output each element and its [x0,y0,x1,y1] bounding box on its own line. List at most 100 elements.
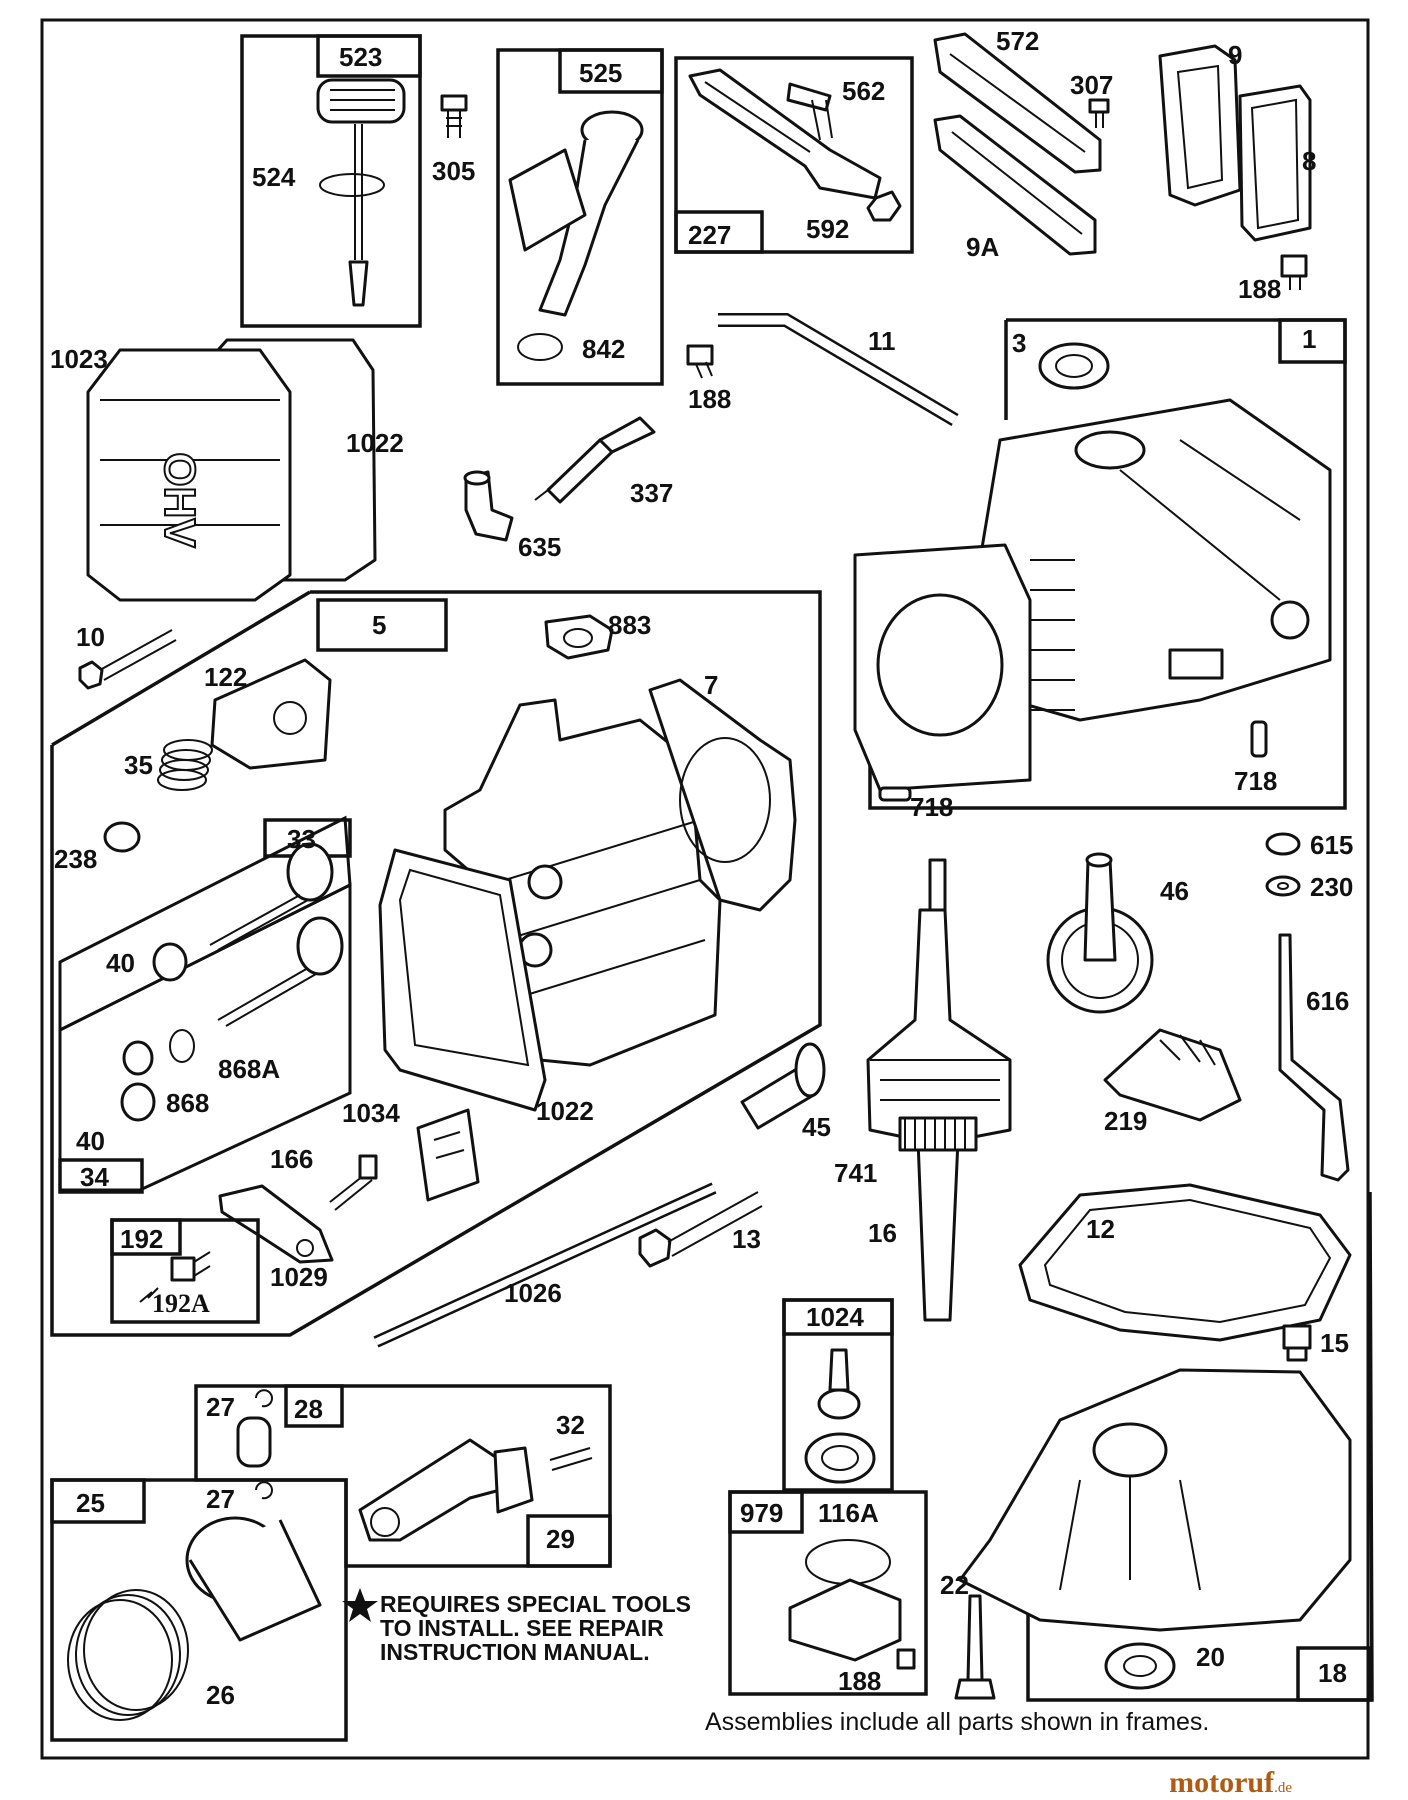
label-9a: 9A [966,232,999,262]
pin-718-right-icon [1250,720,1268,758]
pin-718-left-icon [878,786,912,802]
screw-188-top-icon [1280,254,1308,290]
rocker-1029-icon [218,1184,334,1264]
screw-192-icon [170,1256,196,1282]
note-line-2: TO INSTALL. SEE REPAIR [380,1615,664,1641]
label-1022-top: 1022 [346,428,404,458]
gasket-572-icon [933,32,1102,256]
label-15: 15 [1320,1328,1349,1358]
bolt-22-icon [954,1594,996,1700]
footer-caption: Assemblies include all parts shown in fr… [705,1708,1209,1736]
label-741: 741 [834,1158,877,1188]
label-18: 18 [1318,1658,1347,1688]
bolt-32-icon [549,1447,593,1471]
spring-35-icon [157,739,213,791]
label-616: 616 [1306,986,1349,1016]
valve-cover-text: OHV [155,452,204,548]
label-192a: 192A [152,1289,210,1318]
stud-166-icon [329,1154,378,1211]
label-22: 22 [940,1570,969,1600]
label-12: 12 [1086,1214,1115,1244]
label-718-right: 718 [1234,766,1277,796]
label-523: 523 [339,42,382,72]
push-rod-1026-icon [373,1182,717,1348]
rings-26-icon [67,1589,189,1721]
bolt-305-icon [440,94,468,138]
bolt-307-icon [1088,98,1110,128]
label-3: 3 [1012,328,1026,358]
label-337: 337 [630,478,673,508]
governor-219-icon [1103,1028,1242,1122]
label-842: 842 [582,334,625,364]
label-11: 11 [868,326,896,356]
washer-868a-icon [169,1029,195,1063]
plate-1034-icon [416,1108,480,1202]
label-27-bottom: 27 [206,1484,235,1514]
label-1: 1 [1302,324,1316,354]
elbow-635-icon [463,470,514,542]
cover-8-icon [1238,84,1312,242]
seal-20-icon [1104,1642,1176,1690]
label-1029: 1029 [270,1262,328,1292]
bolt-10-icon [78,629,177,690]
label-13: 13 [732,1224,761,1254]
gear-741-icon [898,1116,978,1152]
spark-plug-337-icon [534,416,656,504]
label-883: 883 [608,610,651,640]
label-116a: 116A [818,1498,879,1528]
logo-main: motoruf [1169,1766,1275,1799]
label-1022-bottom: 1022 [536,1096,594,1126]
label-979: 979 [740,1498,783,1528]
gasket-883-icon [544,614,614,660]
frame-1024 [782,1298,894,1492]
label-166: 166 [270,1144,313,1174]
label-572: 572 [996,26,1039,56]
pump-1024-icon [828,1348,850,1392]
label-7: 7 [704,670,718,700]
oil-sump-icon [958,1368,1352,1632]
seal-3-icon [1038,342,1110,390]
frame-525 [496,48,664,386]
label-1023: 1023 [50,344,108,374]
label-238: 238 [54,844,97,874]
label-188-low: 188 [838,1666,881,1696]
label-16: 16 [868,1218,897,1248]
label-1026: 1026 [504,1278,562,1308]
note-line-3: INSTRUCTION MANUAL. [380,1639,650,1665]
label-635: 635 [518,532,561,562]
valve-cover-1023-icon: OHV [86,338,377,602]
label-1034: 1034 [342,1098,400,1128]
keeper-40b-icon [120,1082,156,1122]
screw-188-mid-icon [686,344,714,379]
label-25: 25 [76,1488,105,1518]
label-305: 305 [432,156,475,186]
label-5: 5 [372,610,386,640]
label-307: 307 [1070,70,1113,100]
cover-979-icon [788,1578,902,1662]
note-line-1: REQUIRES SPECIAL TOOLS [380,1591,691,1617]
label-615: 615 [1310,830,1353,860]
label-192: 192 [120,1224,163,1254]
valve-33-icon [209,842,334,951]
plug-15-icon [1282,1324,1312,1362]
bracket-122-icon [210,658,332,770]
label-562: 562 [842,76,885,106]
label-9: 9 [1228,40,1242,70]
label-35: 35 [124,750,153,780]
lever-616-icon [1278,933,1350,1182]
label-40-top: 40 [106,948,135,978]
label-40-bottom: 40 [76,1126,105,1156]
frame-979 [728,1490,928,1696]
seal-868-icon [122,1040,154,1076]
piston-25-icon [185,1516,322,1642]
label-592: 592 [806,214,849,244]
frame-18 [958,1191,1374,1702]
label-868: 868 [166,1088,209,1118]
label-8: 8 [1302,146,1316,176]
logo: motoruf.de [1169,1766,1292,1799]
gasket-7-icon [648,678,797,912]
label-1024: 1024 [806,1302,864,1332]
tappet-45-icon [740,1042,826,1130]
crankshaft-16-icon [866,858,1012,1322]
